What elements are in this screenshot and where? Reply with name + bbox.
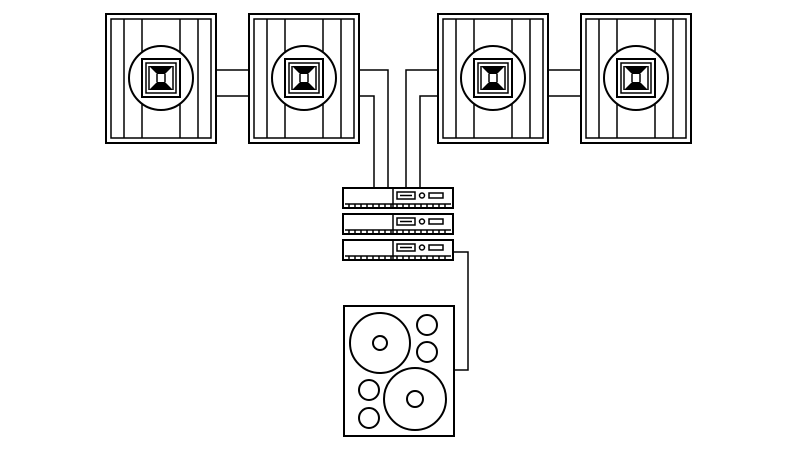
amp-power-led [418, 244, 426, 251]
amplifier-1 [342, 187, 454, 209]
speaker-horn-flare-top [292, 66, 316, 74]
amplifier-rack [342, 187, 454, 261]
mixer-large-knob-bottom [383, 367, 447, 431]
speaker-horn [473, 58, 513, 98]
amp-switch [428, 244, 444, 251]
amp-chassis [342, 239, 454, 261]
speaker-horn-flare-top [481, 66, 505, 74]
speakers [105, 13, 692, 144]
speaker-horn [284, 58, 324, 98]
cable-speaker3-amp-inner [419, 95, 438, 190]
speaker-horn-inner [288, 62, 320, 94]
speaker-grille-frame [585, 18, 687, 139]
mixer-large-knob-top [349, 312, 411, 374]
speaker-grille-frame [442, 18, 544, 139]
speaker-grille-frame [110, 18, 212, 139]
cable-speaker3-amp-outer [405, 69, 438, 190]
cable-amp-mixer [452, 251, 469, 371]
amp-switch [428, 192, 444, 199]
speaker-horn-flare-bottom [624, 82, 648, 90]
cable-speaker2-amp-inner [358, 95, 375, 190]
mixer-small-knob-4 [358, 407, 380, 429]
mixer [343, 305, 455, 437]
speaker-horn-flare-bottom [149, 82, 173, 90]
amp-display [396, 191, 416, 200]
speaker-horn-flare-top [624, 66, 648, 74]
speaker-horn [141, 58, 181, 98]
speaker-horn-inner [620, 62, 652, 94]
amp-chassis [342, 213, 454, 235]
amp-display [396, 243, 416, 252]
cables [216, 69, 581, 371]
speaker-1 [105, 13, 217, 144]
amp-display [396, 217, 416, 226]
speaker-grille-frame [253, 18, 355, 139]
speaker-2 [248, 13, 360, 144]
speaker-horn-flare-top [149, 66, 173, 74]
amp-power-led [418, 218, 426, 225]
speaker-3 [437, 13, 549, 144]
mixer-large-knob-bottom-center [406, 390, 424, 408]
amplifier-2 [342, 213, 454, 235]
speaker-horn-inner [145, 62, 177, 94]
speaker-horn-inner [477, 62, 509, 94]
amp-chassis [342, 187, 454, 209]
speaker-4 [580, 13, 692, 144]
amp-switch [428, 218, 444, 225]
mixer-small-knob-2 [416, 341, 438, 363]
amp-power-led [418, 192, 426, 199]
speaker-horn-flare-bottom [481, 82, 505, 90]
mixer-small-knob-3 [358, 379, 380, 401]
speaker-horn [616, 58, 656, 98]
mixer-small-knob-1 [416, 314, 438, 336]
mixer-large-knob-top-center [372, 335, 388, 351]
cable-speaker2-amp-outer [358, 69, 389, 190]
speaker-horn-flare-bottom [292, 82, 316, 90]
amplifier-3 [342, 239, 454, 261]
